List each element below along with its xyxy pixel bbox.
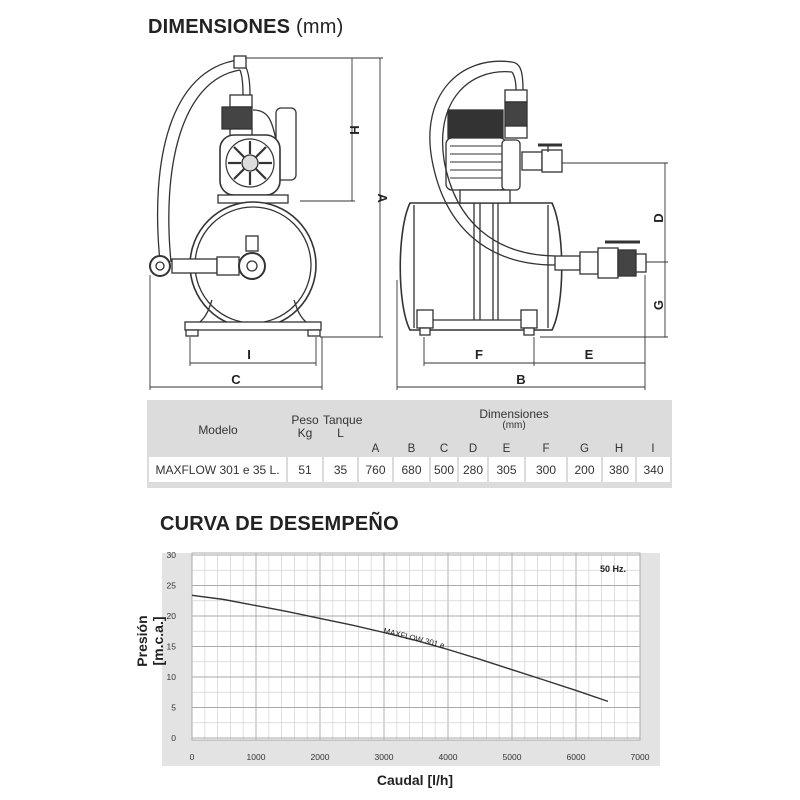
series-label: MAXFLOW 301 e bbox=[383, 626, 447, 650]
x-tick-label: 3000 bbox=[375, 752, 394, 762]
header-dim-f: F bbox=[542, 442, 550, 455]
frequency-annotation: 50 Hz. bbox=[600, 564, 626, 574]
y-tick-label: 10 bbox=[167, 672, 177, 682]
x-tick-label: 0 bbox=[190, 752, 195, 762]
chart-frame bbox=[162, 553, 660, 766]
chart-ticks: 0 1000 2000 3000 4000 5000 6000 7000 0 5 10 15 20 25 3… bbox=[167, 550, 650, 762]
header-dim-c: C bbox=[439, 442, 449, 455]
x-tick-label: 5000 bbox=[503, 752, 522, 762]
cell-dim-e: 305 bbox=[487, 457, 525, 482]
header-dim-d: D bbox=[468, 442, 478, 455]
series-line-maxflow-301-e bbox=[191, 594, 609, 703]
cell-dim-c: 500 bbox=[429, 457, 458, 482]
header-weight: Peso Kg bbox=[287, 402, 323, 457]
chart-grid bbox=[191, 553, 641, 740]
y-tick-label: 15 bbox=[167, 642, 177, 652]
header-dimensions: Dimensiones (mm) bbox=[358, 402, 670, 440]
cell-dim-d: 280 bbox=[457, 457, 488, 482]
cell-weight: 51 bbox=[286, 457, 323, 482]
header-dimensions-label: Dimensiones bbox=[479, 407, 549, 421]
front-view-drawing bbox=[149, 55, 383, 390]
dimensions-unit: (mm) bbox=[296, 16, 344, 38]
y-tick-label: 5 bbox=[171, 703, 176, 713]
cell-dim-a: 760 bbox=[357, 457, 393, 482]
header-tank-unit: L bbox=[337, 426, 344, 440]
header-dim-e: E bbox=[502, 442, 511, 455]
curve-title: CURVA DE DESEMPEÑO bbox=[160, 513, 399, 535]
table-row: MAXFLOW 301 e 35 L. 51 35 760 680 500 28… bbox=[149, 457, 671, 482]
dimensions-title: DIMENSIONES (mm) bbox=[148, 16, 343, 39]
dim-label-h: H bbox=[347, 125, 362, 134]
spec-table: Modelo Peso Kg Tanque L Dimensiones (mm)… bbox=[149, 402, 671, 482]
cell-dim-f: 300 bbox=[524, 457, 567, 482]
header-dim-b: B bbox=[407, 442, 416, 455]
x-tick-label: 2000 bbox=[311, 752, 330, 762]
y-tick-label: 25 bbox=[167, 581, 177, 591]
header-dim-h: H bbox=[614, 442, 624, 455]
header-dim-g: G bbox=[580, 442, 589, 455]
x-tick-label: 1000 bbox=[247, 752, 266, 762]
header-dim-i: I bbox=[651, 442, 655, 455]
x-tick-label: 7000 bbox=[631, 752, 650, 762]
cell-model: MAXFLOW 301 e 35 L. bbox=[149, 457, 287, 482]
y-tick-label: 0 bbox=[171, 733, 176, 743]
cell-dim-i: 340 bbox=[634, 457, 671, 482]
dimension-drawings: H A I C F E B D G bbox=[149, 55, 668, 390]
cell-tank: 35 bbox=[322, 457, 358, 482]
dim-label-a: A bbox=[375, 193, 390, 203]
header-tank: Tanque L bbox=[323, 402, 363, 457]
cell-dim-h: 380 bbox=[601, 457, 636, 482]
dim-label-e: E bbox=[585, 347, 594, 362]
dim-label-c: C bbox=[231, 372, 241, 387]
dim-label-i: I bbox=[247, 347, 251, 362]
header-dim-a: A bbox=[371, 442, 380, 455]
cell-dim-g: 200 bbox=[566, 457, 602, 482]
plot-area bbox=[191, 552, 641, 741]
y-axis-title: Presión [m.c.a.] bbox=[134, 615, 166, 667]
header-weight-unit: Kg bbox=[297, 426, 313, 440]
dim-label-f: F bbox=[475, 347, 483, 362]
y-tick-label: 30 bbox=[167, 550, 177, 560]
x-axis-title: Caudal [l/h] bbox=[376, 772, 454, 788]
side-view-drawing bbox=[396, 60, 668, 390]
header-tank-label: Tanque bbox=[323, 413, 363, 427]
cell-dim-b: 680 bbox=[392, 457, 430, 482]
header-weight-label: Peso bbox=[291, 413, 319, 427]
x-tick-label: 4000 bbox=[439, 752, 458, 762]
header-dimensions-unit: (mm) bbox=[502, 420, 526, 431]
y-tick-label: 20 bbox=[167, 611, 177, 621]
dim-label-b: B bbox=[516, 372, 525, 387]
header-model: Modelo bbox=[198, 422, 238, 437]
x-tick-label: 6000 bbox=[567, 752, 586, 762]
dim-label-g: G bbox=[651, 300, 666, 310]
dim-label-d: D bbox=[651, 213, 666, 222]
dimensions-title-text: DIMENSIONES bbox=[148, 16, 291, 38]
